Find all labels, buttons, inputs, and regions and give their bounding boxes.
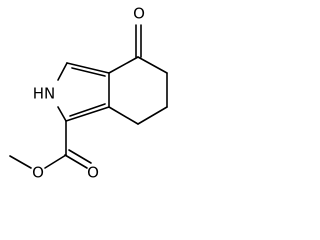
bond-c4-c5 [137,56,168,74]
bond-ester-to-ether-oxygen [44,154,67,169]
bond-ester-carbonyl-left [64,154,88,169]
ring-nitrogen-label: HN [33,85,56,103]
ketone-oxygen-label: O [133,5,145,23]
bond-ether-oxygen-to-methyl [9,155,32,169]
bond-c1-c7a-inner [69,103,106,117]
bond-layer [9,24,168,169]
bond-n2-c3 [57,62,68,81]
bond-c3-c3a-inner [71,67,106,77]
bond-c6-c7 [137,106,168,125]
ester-carbonyl-oxygen-label: O [87,164,99,182]
bond-n2-c1 [57,106,67,122]
bond-c7-c7a [108,106,139,125]
structure-canvas: O HN O O [9,5,168,182]
bond-c3a-c4 [108,56,139,74]
atom-label-layer: O HN O O [32,5,145,182]
bond-c1-c7a-outer [65,106,110,122]
ester-ether-oxygen-label: O [32,164,44,182]
bond-c3-c3a-outer [66,62,110,74]
bond-ester-carbonyl-right [68,149,92,164]
